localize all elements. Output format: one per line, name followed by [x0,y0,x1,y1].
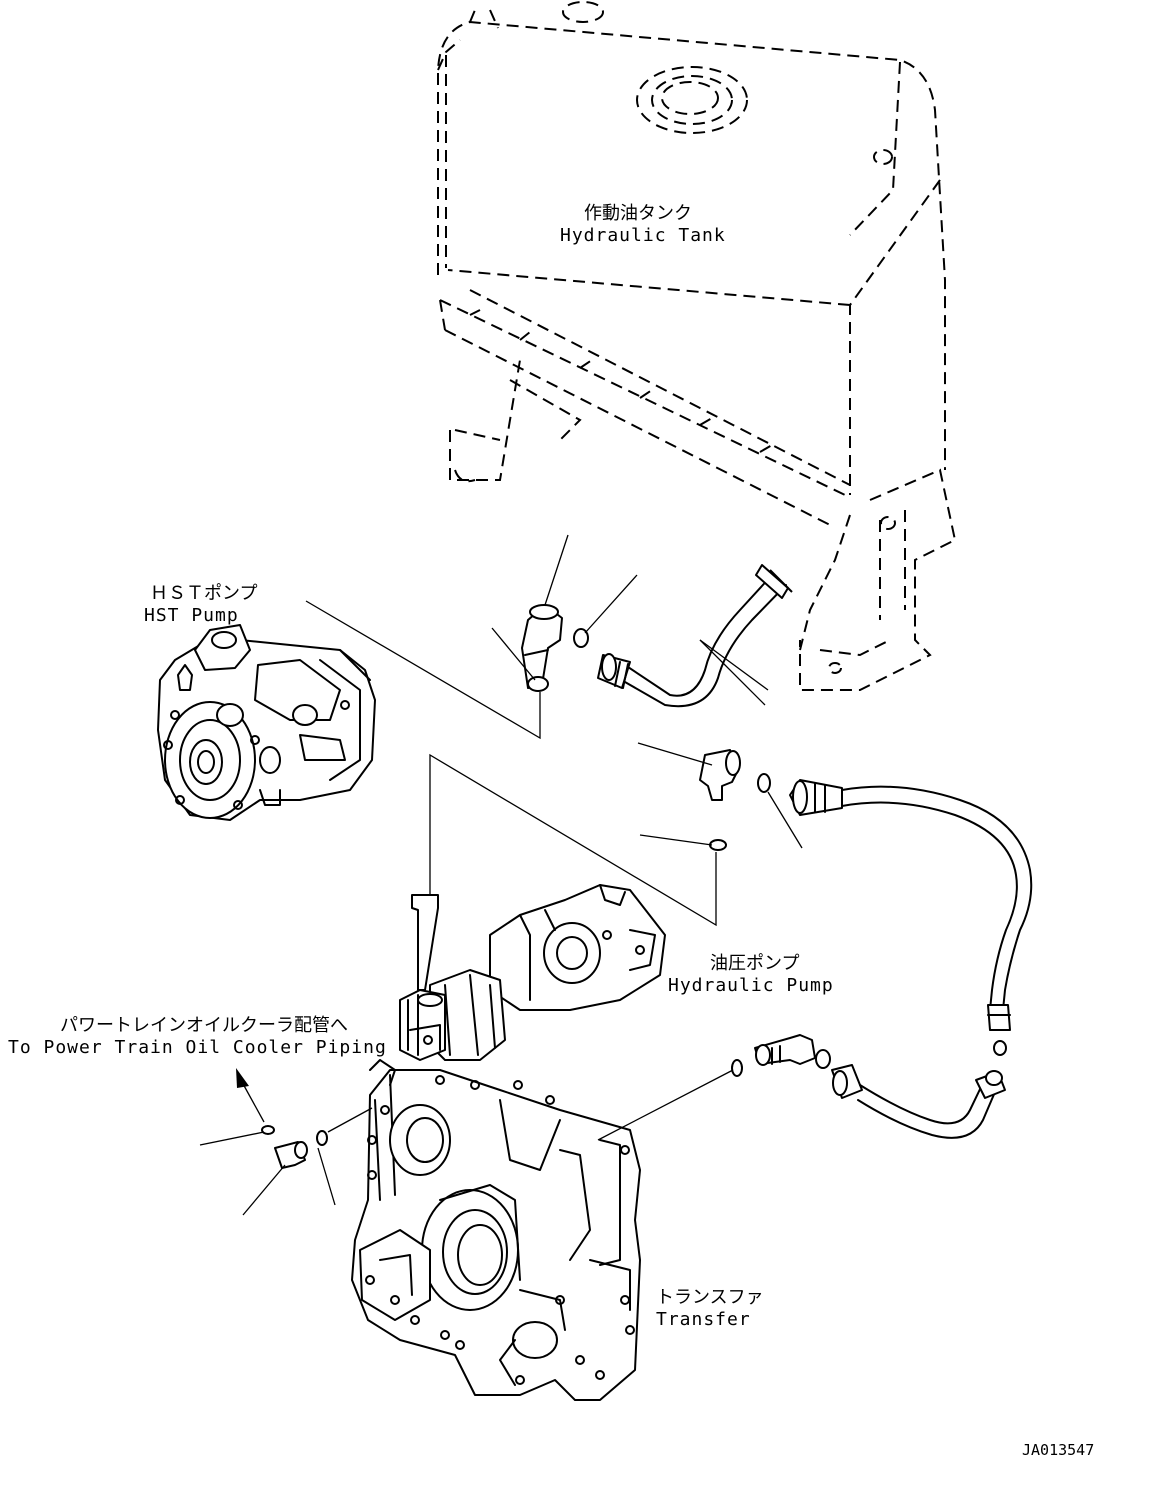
cooler-fitting [199,1068,373,1216]
pressure-hose [429,742,1033,1056]
return-hose [597,1034,1006,1141]
transfer-label-jp: トランスファ [656,1287,764,1308]
drawing-code: JA013547 [1022,1441,1095,1459]
transfer [351,1059,641,1401]
hydraulic-pump-label-en: Hydraulic Pump [668,975,834,996]
hst-pump [157,624,376,821]
hydraulic-tank-label-jp: 作動油タンク [584,203,692,224]
hydraulic-tank-label: 作動油タンク Hydraulic Tank [560,203,726,247]
suction-hose [597,564,793,708]
upper-elbow-fitting [305,534,638,740]
hydraulic-tank [437,1,957,691]
o-ring [573,628,589,648]
hydraulic-pump [399,884,666,1061]
power-train-label: パワートレインオイルクーラ配管へ To Power Train Oil Cool… [8,1015,387,1059]
hydraulic-pump-label-jp: 油圧ポンプ [710,953,800,974]
power-train-label-jp: パワートレインオイルクーラ配管へ [60,1015,348,1036]
hydraulic-pump-label: 油圧ポンプ Hydraulic Pump [668,953,834,997]
hst-pump-label: ＨＳＴポンプ HST Pump [144,583,258,627]
transfer-label: トランスファ Transfer [656,1287,764,1331]
transfer-label-en: Transfer [656,1309,751,1330]
hst-pump-label-jp: ＨＳＴポンプ [150,583,258,604]
power-train-label-en: To Power Train Oil Cooler Piping [8,1037,387,1058]
hst-pump-label-en: HST Pump [144,605,239,626]
hydraulic-tank-label-en: Hydraulic Tank [560,225,726,246]
